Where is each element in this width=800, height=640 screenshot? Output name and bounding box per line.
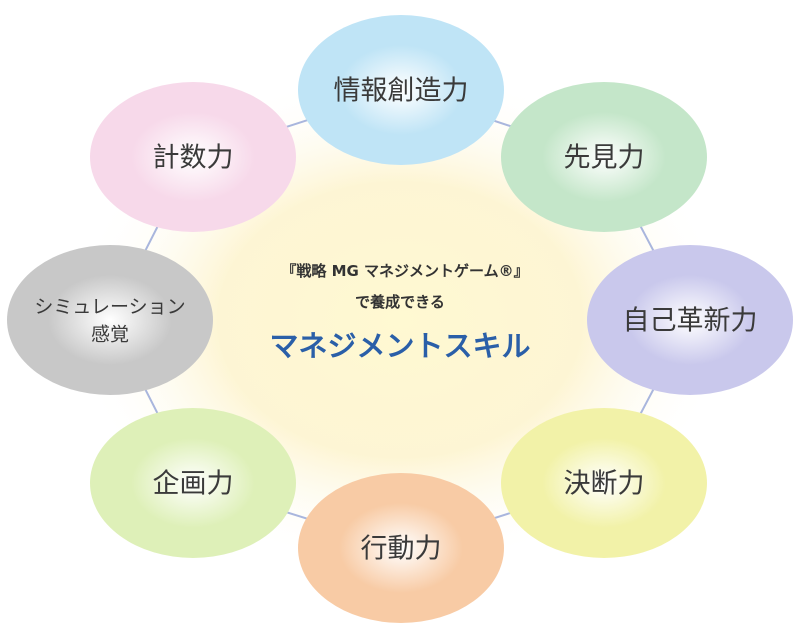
center-subtitle-line1: 『戦略 MG マネジメントゲーム®』 (281, 262, 528, 280)
skill-bubble (298, 473, 504, 623)
skill-node: 企画力 (90, 408, 296, 558)
skill-label: 感覚 (91, 324, 129, 346)
center-title: マネジメントスキル (269, 329, 530, 363)
skill-label: 自己革新力 (623, 306, 758, 337)
skill-node: 行動力 (298, 473, 504, 623)
center-subtitle-line2: で養成できる (355, 293, 445, 311)
skill-label: 情報創造力 (334, 76, 469, 107)
skill-label: 計数力 (153, 143, 234, 174)
skill-node: 決断力 (501, 408, 707, 558)
skill-bubble (501, 408, 707, 558)
skill-node: 情報創造力 (298, 15, 504, 165)
skill-label: 企画力 (153, 469, 234, 500)
skill-bubble (587, 245, 793, 395)
skill-bubble (90, 408, 296, 558)
skill-bubble (501, 82, 707, 232)
skill-label: 先見力 (564, 143, 645, 174)
skill-label: 行動力 (361, 534, 442, 565)
skill-label: シミュレーション (34, 296, 185, 318)
skill-node: 自己革新力 (587, 245, 793, 395)
skill-label: 決断力 (564, 469, 645, 500)
skill-bubble (7, 245, 213, 395)
skill-bubble (90, 82, 296, 232)
skill-bubble (298, 15, 504, 165)
skill-node: 先見力 (501, 82, 707, 232)
skill-node: 計数力 (90, 82, 296, 232)
